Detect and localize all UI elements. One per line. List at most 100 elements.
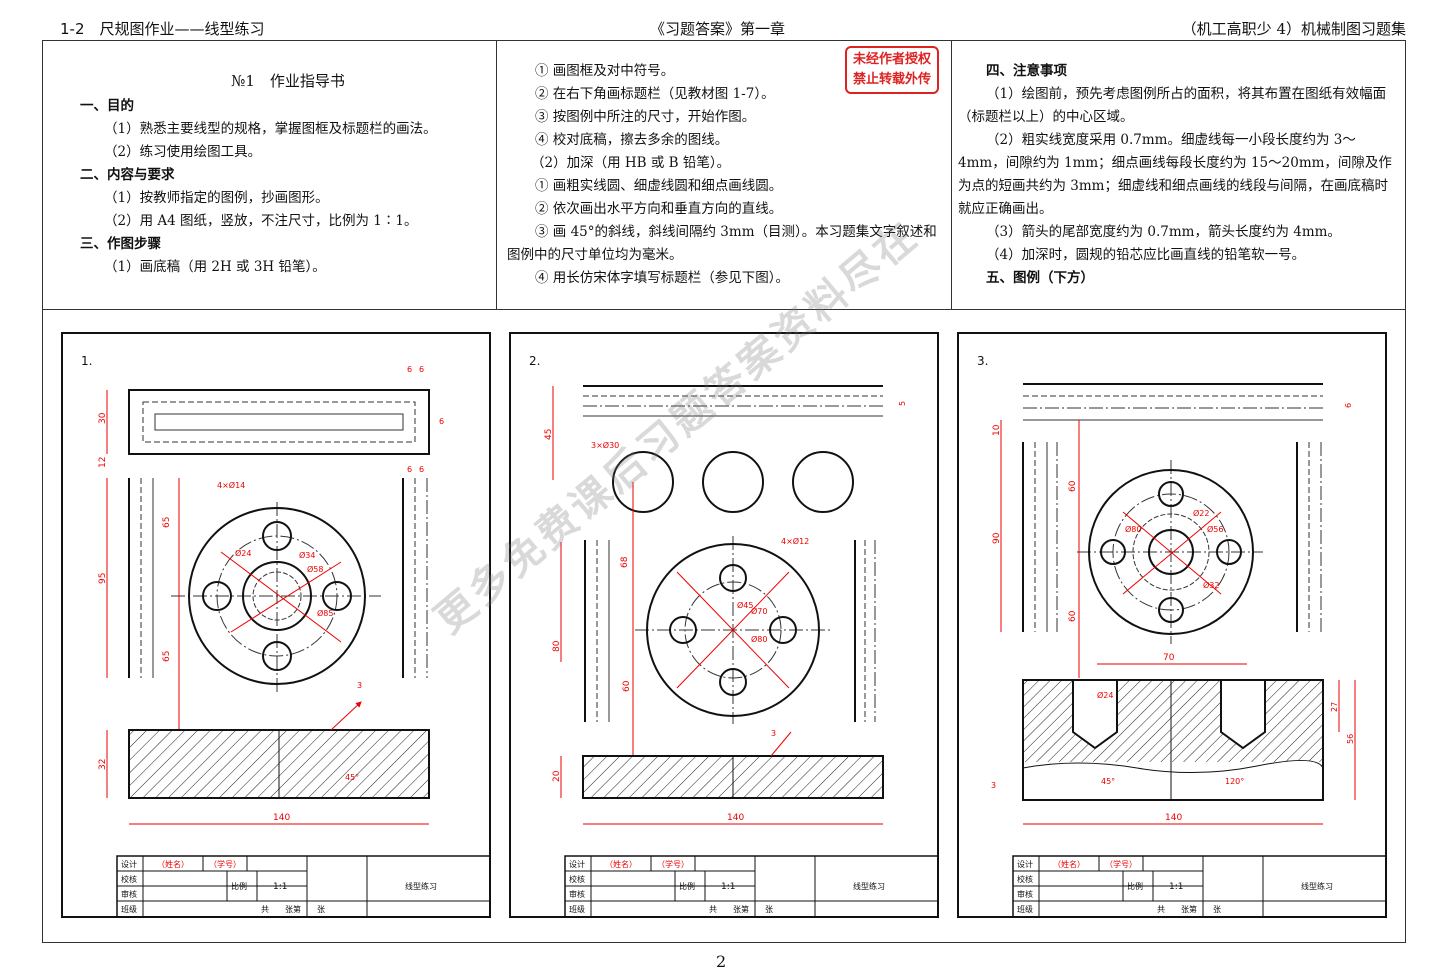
dim-text: 4×Ø14 — [217, 480, 245, 490]
flange-drawing: Ø22 Ø56 Ø80 Ø32 — [1077, 460, 1263, 644]
title-block: 设计 （姓名） （学号） 校核 审核 班级 比例 1:1 线型练习 共 张第 张 — [116, 855, 491, 918]
dim-text: 3×Ø30 — [591, 440, 619, 450]
flange-drawing: 4×Ø14 Ø24 Ø34 Ø58 Ø85 — [171, 480, 381, 692]
dim-text: Ø34 — [299, 550, 315, 560]
dim-text: 3 — [991, 781, 996, 790]
header-chapter: 《习题答案》第一章 — [650, 20, 786, 38]
stamp-line-2: 禁止转载外传 — [852, 72, 931, 87]
text-line: （1）熟悉主要线型的规格，掌握图框及标题栏的画法。 — [104, 121, 437, 137]
flange-drawing: 4×Ø12 Ø45 Ø70 Ø80 — [635, 536, 833, 724]
text-para: （3）箭头的尾部宽度约为 0.7mm，箭头长度约为 4mm。 — [986, 224, 1341, 240]
text-para: （1）绘图前，预先考虑图例所占的面积，将其布置在图纸有效幅面（标题栏以上）的中心… — [958, 86, 1387, 125]
tb-label: 班级 — [569, 904, 585, 914]
drawing-sheet-2: 2. 5 45 3×Ø30 80 68 60 4×Ø12 Ø45 Ø70 Ø80 — [509, 332, 939, 918]
tb-sheet: 共 张第 张 — [709, 904, 773, 914]
tb-scale: 1:1 — [721, 882, 735, 892]
dim-text: 6 — [419, 365, 424, 374]
text-line: ④ 校对底稿，擦去多余的图线。 — [535, 132, 729, 148]
text-line: ③ 按图例中所注的尺寸，开始作图。 — [535, 109, 756, 125]
text-para: （2）粗实线宽度采用 0.7mm。细虚线每一小段长度约为 3～4mm，间隙约为 … — [958, 132, 1392, 217]
dim-text: 45 — [544, 429, 554, 440]
tb-label: 设计 — [1017, 859, 1033, 869]
dim-text: 45° — [345, 773, 359, 782]
tb-name: （姓名） — [605, 859, 637, 869]
dim-text: Ø70 — [751, 606, 767, 616]
tb-label: 审核 — [1017, 889, 1033, 899]
instructions-column-1: №1 作业指导书 一、目的 （1）熟悉主要线型的规格，掌握图框及标题栏的画法。 … — [42, 40, 497, 310]
tb-name: （姓名） — [157, 859, 189, 869]
copyright-stamp: 未经作者授权 禁止转载外传 — [844, 46, 939, 94]
section-notes: 四、注意事项 — [986, 63, 1067, 79]
tb-scale-label: 比例 — [1127, 881, 1143, 891]
tb-drawing-name: 线型练习 — [405, 881, 437, 891]
text-line: ④ 用长仿宋体字填写标题栏（参见下图）。 — [535, 270, 790, 286]
text-line: （2）练习使用绘图工具。 — [104, 144, 262, 160]
title-block: 设计 （姓名） （学号） 校核 审核 班级 比例 1:1 线型练习 共 张第 张 — [564, 855, 939, 918]
dim-text: 3 — [357, 681, 362, 690]
dim-text: Ø56 — [1207, 524, 1223, 534]
dim-text: Ø24 — [235, 548, 251, 558]
instructions-column-3: 四、注意事项 （1）绘图前，预先考虑图例所占的面积，将其布置在图纸有效幅面（标题… — [952, 40, 1406, 310]
drawing-sheet-1: 1. 30 12 6 6 6 6 6 95 65 65 4×Ø14 Ø24 Ø3… — [61, 332, 491, 918]
dim-text: 56 — [1346, 734, 1355, 744]
dim-text: 27 — [1330, 702, 1339, 712]
tb-label: 审核 — [121, 889, 137, 899]
dim-text: 60 — [1068, 610, 1078, 622]
tb-label: 班级 — [1017, 904, 1033, 914]
dim-text: 45° — [1101, 777, 1115, 786]
dim-text: Ø80 — [1125, 524, 1141, 534]
dim-text: 5 — [898, 401, 907, 406]
dim-text: 30 — [98, 412, 108, 424]
tb-label: 班级 — [121, 904, 137, 914]
dim-text: 65 — [162, 517, 172, 528]
section-steps: 三、作图步骤 — [80, 236, 161, 252]
dim-text: 60 — [1068, 480, 1078, 492]
title-block: 设计 （姓名） （学号） 校核 审核 班级 比例 1:1 线型练习 共 张第 张 — [1012, 855, 1387, 918]
tb-id: （学号） — [657, 859, 689, 869]
tb-label: 校核 — [121, 874, 137, 884]
text-line: ② 依次画出水平方向和垂直方向的直线。 — [535, 201, 783, 217]
header-section: 1-2 尺规图作业——线型练习 — [60, 20, 265, 38]
text-para: （4）加深时，圆规的铅芯应比画直线的铅笔软一号。 — [986, 247, 1306, 263]
dim-text: 140 — [727, 813, 744, 823]
dim-text: 4×Ø12 — [781, 536, 809, 546]
text-line: ① 画粗实线圆、细虚线圆和细点画线圆。 — [535, 178, 783, 194]
dim-text: 32 — [98, 759, 108, 770]
tb-scale-label: 比例 — [679, 881, 695, 891]
text-line: ② 在右下角画标题栏（见教材图 1-7）。 — [535, 86, 775, 102]
dim-text: Ø45 — [737, 600, 753, 610]
instructions-row: №1 作业指导书 一、目的 （1）熟悉主要线型的规格，掌握图框及标题栏的画法。 … — [42, 40, 1406, 310]
dim-text: Ø80 — [751, 634, 767, 644]
tb-scale-label: 比例 — [231, 881, 247, 891]
tb-label: 设计 — [121, 859, 137, 869]
dim-text: 60 — [622, 680, 632, 692]
sheet-number: 2. — [529, 354, 540, 368]
dim-text: 95 — [98, 573, 108, 584]
tb-scale: 1:1 — [1169, 882, 1183, 892]
text-line: ③ 画 45°的斜线，斜线间隔约 3mm（目测）。本习题集文字叙述和图例中的尺寸… — [507, 224, 937, 263]
dim-text: 65 — [162, 651, 172, 662]
dim-text: 120° — [1225, 777, 1244, 786]
section-examples: 五、图例（下方） — [986, 270, 1094, 286]
drawing-sheet-3: 3. 6 10 90 60 60 Ø22 Ø56 Ø80 Ø32 70 — [957, 332, 1387, 918]
dim-text: 6 — [407, 365, 412, 374]
dim-text: 6 — [439, 417, 444, 426]
tb-scale: 1:1 — [273, 882, 287, 892]
tb-name: （姓名） — [1053, 859, 1085, 869]
dim-text: 12 — [98, 457, 108, 468]
tb-id: （学号） — [1105, 859, 1137, 869]
tb-label: 设计 — [569, 859, 585, 869]
dim-text: 90 — [992, 532, 1002, 544]
dim-text: 80 — [552, 640, 562, 652]
tb-id: （学号） — [209, 859, 241, 869]
dim-text: Ø24 — [1097, 690, 1113, 700]
doc-title: №1 作业指导书 — [231, 72, 345, 90]
text-line: （1）按教师指定的图例，抄画图形。 — [104, 190, 329, 206]
tb-drawing-name: 线型练习 — [1301, 881, 1333, 891]
dim-text: Ø85 — [317, 608, 333, 618]
sheet-number: 1. — [81, 354, 92, 368]
tb-sheet: 共 张第 张 — [261, 904, 325, 914]
dim-text: 3 — [771, 729, 776, 738]
tb-label: 校核 — [569, 874, 585, 884]
text-line: （2）用 A4 图纸，竖放，不注尺寸，比例为 1∶1。 — [104, 213, 418, 229]
